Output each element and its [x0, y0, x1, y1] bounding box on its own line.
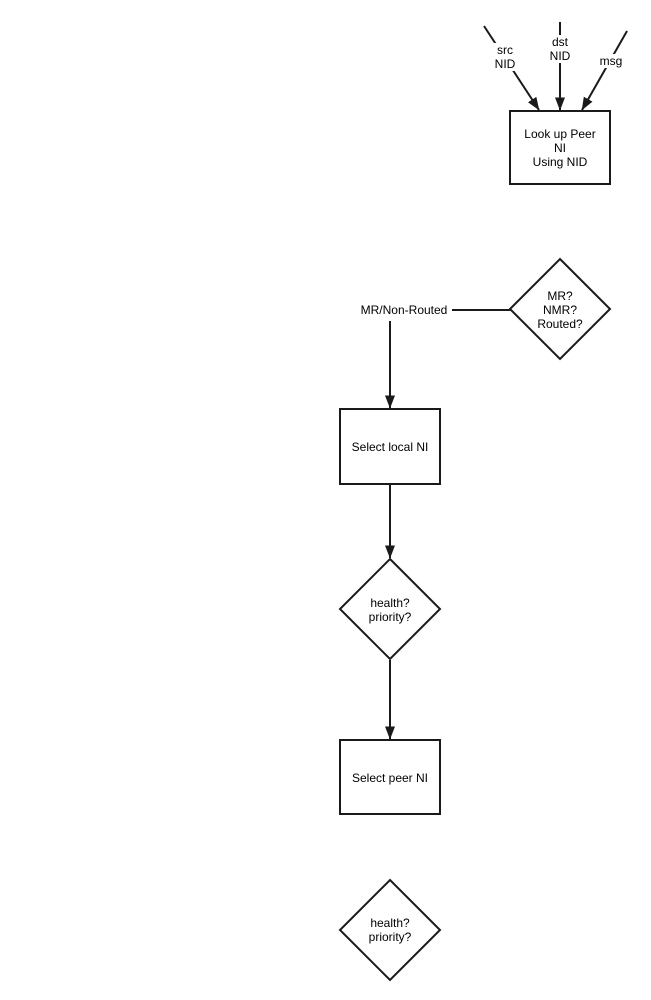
label-msg: msg	[597, 54, 625, 68]
edge-label-mr-non-routed: MR/Non-Routed	[360, 303, 448, 317]
node-select-peer-ni-box	[339, 739, 441, 815]
node-mr-nmr-routed-diamond	[508, 257, 612, 361]
label-dst-nid: dst NID	[547, 35, 573, 63]
node-health-priority-peer-diamond	[338, 878, 442, 982]
node-health-priority-peer-label: health? priority?	[368, 916, 412, 944]
node-lookup-peer-ni-box	[509, 110, 611, 185]
node-health-priority-local-label: health? priority?	[368, 596, 412, 624]
node-mr-nmr-routed-label: MR? NMR? Routed?	[537, 289, 583, 331]
edge-msg-arrow	[581, 30, 628, 111]
node-health-priority-local-diamond	[338, 557, 442, 661]
node-lookup-peer-ni-label: Look up Peer NI Using NID	[524, 127, 596, 169]
label-src-nid: src NID	[492, 43, 518, 71]
node-select-local-ni-label: Select local NI	[351, 440, 429, 454]
node-select-local-ni-box	[339, 408, 441, 485]
node-select-peer-ni-label: Select peer NI	[351, 771, 429, 785]
